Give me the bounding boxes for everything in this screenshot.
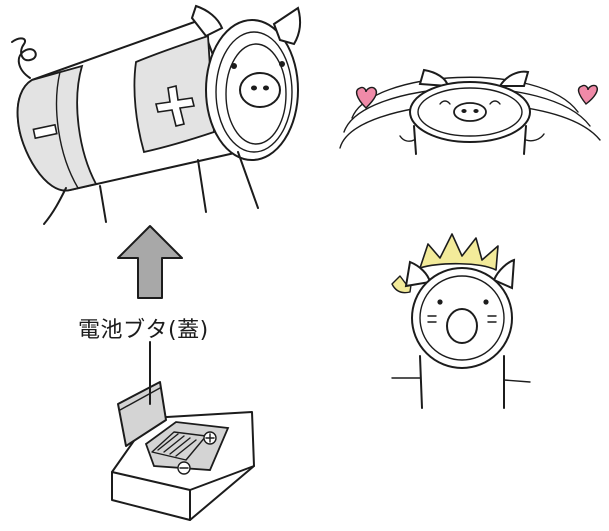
pig-ear-left bbox=[190, 4, 224, 38]
heart-icon-right bbox=[577, 84, 598, 105]
pig-leg-4 bbox=[237, 151, 259, 209]
pig-leg-1 bbox=[43, 187, 67, 225]
pig-snout bbox=[239, 72, 281, 108]
battery-compartment-illustration bbox=[111, 341, 255, 521]
heart-icon-left bbox=[355, 86, 378, 109]
minus-sign-icon bbox=[32, 123, 58, 140]
pig-tail bbox=[11, 37, 37, 79]
caption-battery-lid: 電池ブタ(蓋) bbox=[78, 318, 209, 343]
battery-lid bbox=[117, 381, 167, 447]
pig-leg-3 bbox=[197, 159, 207, 213]
pig-ear-right bbox=[272, 6, 302, 46]
surprised-pig-illustration bbox=[391, 233, 531, 409]
pig-eye-left bbox=[231, 63, 237, 69]
plus-sign-icon bbox=[155, 85, 195, 127]
pig-leg-2 bbox=[99, 185, 107, 223]
pig-eye-right bbox=[279, 61, 285, 67]
battery-pig-illustration bbox=[11, 4, 302, 225]
happy-pig-illustration bbox=[339, 68, 601, 155]
battery-band bbox=[16, 64, 98, 192]
arrow-up-icon bbox=[117, 225, 183, 299]
surprise-spark bbox=[419, 233, 499, 271]
